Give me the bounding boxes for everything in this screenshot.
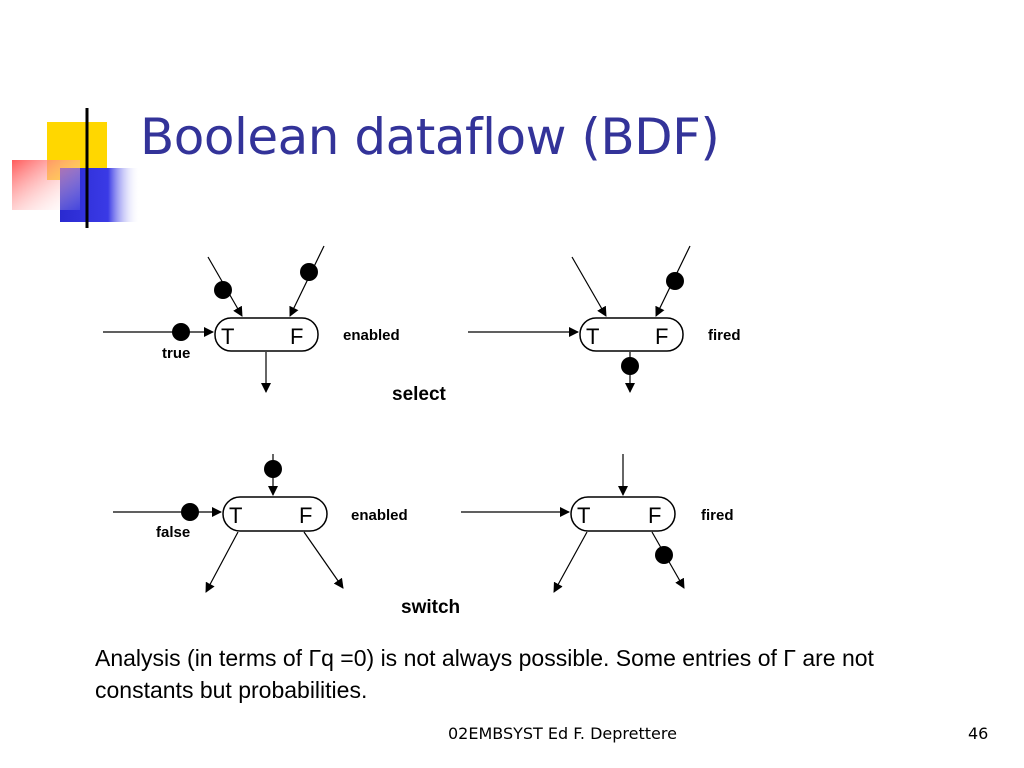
- title-decoration: [12, 108, 975, 228]
- state-label: enabled: [343, 327, 400, 344]
- state-label: fired: [708, 327, 741, 344]
- page-number: 46: [968, 724, 989, 743]
- port-true-label: T: [221, 324, 234, 349]
- port-false-label: F: [648, 503, 661, 528]
- select-fired-box: [579, 317, 684, 352]
- token-false-output: [655, 546, 673, 564]
- output-true-arc: [205, 531, 239, 593]
- token-control: [172, 323, 190, 341]
- token-output: [621, 357, 639, 375]
- slide-title: Boolean dataflow (BDF): [140, 108, 720, 166]
- state-label: enabled: [351, 507, 408, 524]
- port-false-label: F: [655, 324, 668, 349]
- select-fired-actor: T F fired: [468, 245, 741, 393]
- analysis-text: Analysis (in terms of Γq =0) is not alwa…: [95, 645, 874, 703]
- port-true-label: T: [229, 503, 242, 528]
- control-token-label: false: [156, 524, 190, 541]
- control-token-label: true: [162, 345, 190, 362]
- switch-enabled-actor: T F false enabled: [113, 454, 408, 593]
- port-true-label: T: [586, 324, 599, 349]
- switch-fired-actor: T F fired: [461, 454, 734, 593]
- select-enabled-box: [214, 317, 319, 352]
- bdf-diagram: T F true enabled T F fired select T F: [103, 245, 741, 618]
- token-true-input: [214, 281, 232, 299]
- port-false-label: F: [290, 324, 303, 349]
- token-control: [181, 503, 199, 521]
- output-true-arc: [553, 531, 588, 593]
- switch-caption: switch: [401, 597, 460, 618]
- port-false-label: F: [299, 503, 312, 528]
- switch-fired-box: [570, 496, 676, 532]
- token-false-input: [300, 263, 318, 281]
- output-false-arc: [303, 531, 344, 589]
- input-false-arc: [289, 245, 325, 317]
- footer-text: 02EMBSYST Ed F. Deprettere: [448, 724, 677, 743]
- token-data-input: [264, 460, 282, 478]
- port-true-label: T: [577, 503, 590, 528]
- token-false-input: [666, 272, 684, 290]
- select-caption: select: [392, 384, 447, 405]
- state-label: fired: [701, 507, 734, 524]
- switch-enabled-box: [222, 496, 328, 532]
- input-true-arc: [571, 256, 607, 317]
- select-enabled-actor: T F true enabled: [103, 245, 400, 393]
